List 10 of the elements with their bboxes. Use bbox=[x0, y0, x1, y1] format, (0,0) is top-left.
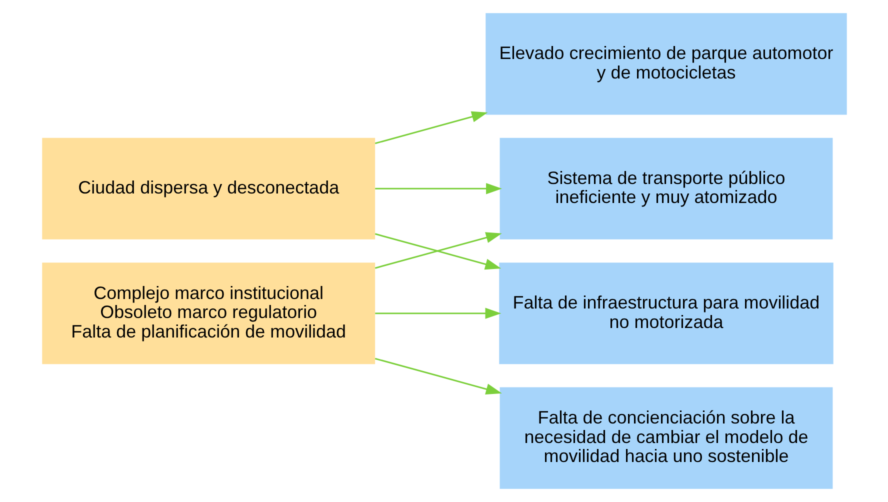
node-box: Complejo marco institucional Obsoleto marco regulatorio Falta de planificación de movilidad bbox=[42, 262, 375, 364]
node-box: Falta de concienciación sobre la necesidad de cambiar el modelo de movilidad hacia uno sostenible bbox=[499, 387, 832, 489]
node-box: Sistema de transporte público ineficiente y muy atomizado bbox=[499, 138, 832, 240]
node-box: Ciudad dispersa y desconectada bbox=[42, 138, 375, 240]
arrow bbox=[374, 183, 502, 194]
node-box: Falta de infraestructura para movilidad no motorizada bbox=[498, 262, 833, 364]
arrow bbox=[374, 308, 501, 319]
arrow bbox=[374, 358, 502, 395]
arrow bbox=[374, 111, 488, 144]
node-box: Elevado crecimiento de parque automotor y de motocicletas bbox=[485, 13, 846, 115]
